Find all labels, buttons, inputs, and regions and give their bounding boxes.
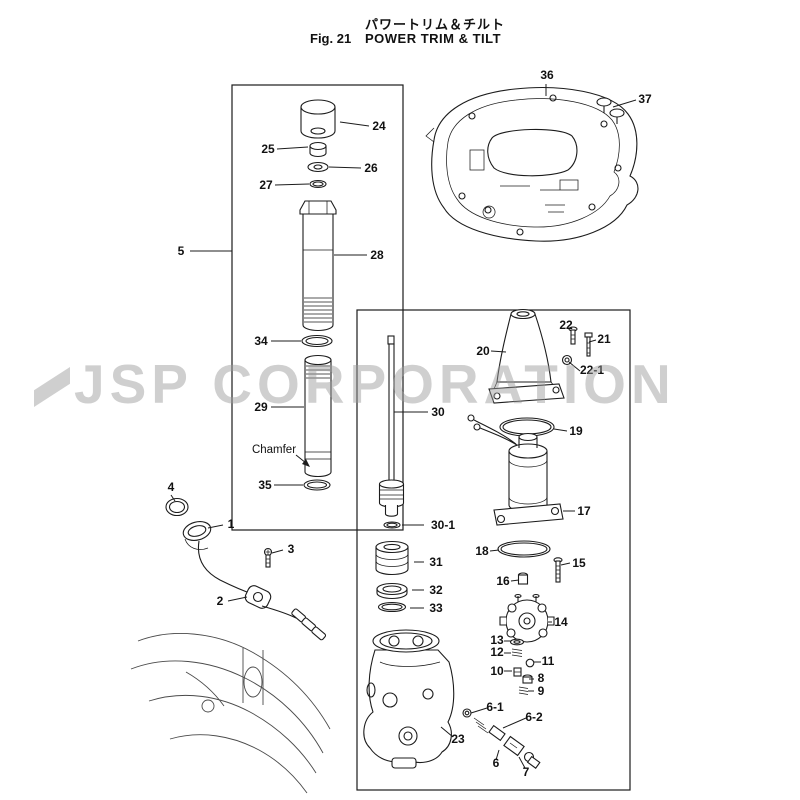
callout-30: 30	[431, 405, 445, 419]
part-30-1-oring	[383, 521, 401, 529]
part-30-piston-rod	[378, 335, 405, 517]
part-16-plug	[517, 572, 529, 585]
callout-24: 24	[372, 119, 386, 133]
callout-1: 1	[228, 517, 235, 531]
engine-bracket-outline	[130, 633, 331, 794]
callout-11: 11	[542, 654, 555, 668]
callout-6-2: 6-2	[525, 710, 543, 724]
part-callouts: 5 24 25 26 27 28 34 29 30 Chamfer 35 4 1…	[168, 68, 652, 779]
page-title-english: POWER TRIM & TILT	[365, 31, 502, 46]
page-title-japanese: パワートリム＆チルト	[365, 17, 506, 32]
callout-34: 34	[254, 334, 268, 348]
callout-35: 35	[258, 478, 272, 492]
callout-4: 4	[168, 480, 175, 494]
part-27-oring-small	[309, 179, 327, 189]
leader-lines	[170, 84, 637, 769]
part-23-valve-body	[363, 629, 455, 769]
callout-32: 32	[429, 583, 443, 597]
part-35-oring	[303, 479, 331, 491]
callout-5: 5	[178, 244, 185, 258]
part-31-seal-stack	[375, 540, 409, 576]
part-29-inner-cylinder	[304, 354, 332, 478]
outline-box-tilt-cylinder-group	[231, 84, 404, 531]
callout-26: 26	[364, 161, 378, 175]
callout-29: 29	[254, 400, 268, 414]
callout-15: 15	[572, 556, 586, 570]
part-11-ball	[525, 658, 535, 668]
callout-7: 7	[523, 765, 530, 779]
jsp-watermark-text: JSP CORPORATION	[74, 353, 676, 415]
part-9-spring	[518, 686, 529, 695]
callout-6: 6	[493, 756, 500, 770]
part-26-washer	[307, 161, 329, 173]
callout-22-1: 22-1	[580, 363, 604, 377]
part-4-ring	[165, 497, 189, 517]
callout-6-1: 6-1	[486, 700, 504, 714]
callout-37: 37	[638, 92, 652, 106]
part-22-bolt	[568, 326, 578, 345]
figure-number: Fig. 21	[310, 31, 352, 46]
part-2-bracket	[244, 585, 327, 641]
part-14-pump-assembly	[499, 593, 555, 643]
part-17-motor	[467, 414, 564, 526]
callout-3: 3	[288, 542, 295, 556]
part-32-backup-ring	[376, 582, 408, 600]
part-18-oring	[497, 540, 551, 558]
part-25-nut	[309, 141, 327, 158]
callout-22: 22	[559, 318, 573, 332]
callout-33: 33	[429, 601, 443, 615]
outline-box-pump-group	[356, 309, 631, 791]
part-36-lower-cowl-housing	[425, 87, 639, 242]
callout-23: 23	[451, 732, 465, 746]
part-10-pin	[513, 667, 522, 677]
callout-12: 12	[490, 645, 504, 659]
part-12-spring	[511, 648, 523, 657]
callout-13: 13	[490, 633, 504, 647]
callout-8: 8	[538, 671, 545, 685]
part-20-reservoir-tank	[488, 308, 565, 404]
callout-16: 16	[496, 574, 510, 588]
callout-10: 10	[490, 664, 504, 678]
callout-21: 21	[597, 332, 611, 346]
part-15-bolt	[553, 557, 563, 583]
jsp-logo-mark	[34, 367, 70, 407]
callout-30-1: 30-1	[431, 518, 455, 532]
callout-14: 14	[554, 615, 568, 629]
part-8-plug	[522, 674, 533, 684]
callout-25: 25	[261, 142, 275, 156]
jsp-watermark: JSP CORPORATION	[34, 352, 676, 416]
callout-9: 9	[538, 684, 545, 698]
part-24-cylinder-end-cap	[300, 99, 336, 139]
part-21-bolt	[584, 332, 593, 357]
callout-19: 19	[569, 424, 583, 438]
part-13-washer	[509, 638, 525, 646]
part-33-oring	[377, 601, 407, 613]
callout-31: 31	[429, 555, 443, 569]
callout-36: 36	[540, 68, 554, 82]
part-37-screws	[596, 97, 625, 124]
chamfer-note: Chamfer	[252, 444, 296, 456]
callout-17: 17	[577, 504, 591, 518]
callout-28: 28	[370, 248, 384, 262]
part-3-screw	[263, 547, 273, 568]
callout-27: 27	[259, 178, 273, 192]
callout-20: 20	[476, 344, 490, 358]
callout-18: 18	[475, 544, 489, 558]
part-34-oring	[301, 334, 333, 348]
part-28-cylinder-tube	[299, 200, 337, 332]
callout-2: 2	[217, 594, 224, 608]
